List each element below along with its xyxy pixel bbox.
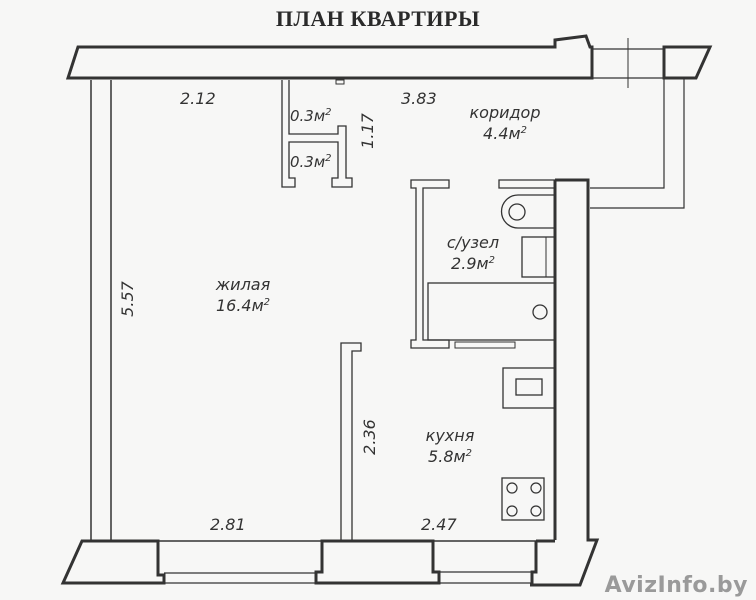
room-living-name: жилая — [215, 275, 271, 294]
dim-left-height: 5.57 — [118, 281, 137, 317]
dim-bottom-left: 2.81 — [210, 515, 246, 534]
room-bathroom-name: с/узел — [446, 233, 500, 252]
dim-closet-height: 1.17 — [358, 113, 377, 149]
room-kitchen: кухня 5.8м2 — [405, 427, 495, 466]
room-corridor: коридор 4.4м2 — [455, 104, 555, 143]
room-bathroom-area: 2.9м — [451, 254, 489, 273]
dim-bottom-right: 2.47 — [421, 515, 457, 534]
dim-kitchen-wall: 2.36 — [360, 419, 379, 455]
room-kitchen-area: 5.8м — [428, 447, 466, 466]
watermark: AvizInfo.by — [604, 573, 748, 598]
room-closet-2: 0.3м2 — [290, 153, 332, 171]
room-corridor-name: коридор — [469, 103, 541, 122]
room-closet-1: 0.3м2 — [290, 107, 332, 125]
dim-top-right: 3.83 — [401, 89, 437, 108]
room-bathroom: с/узел 2.9м2 — [428, 234, 518, 273]
room-living: жилая 16.4м2 — [198, 276, 288, 315]
room-corridor-area: 4.4м — [483, 124, 521, 143]
dim-top-left: 2.12 — [180, 89, 216, 108]
room-kitchen-name: кухня — [425, 426, 475, 445]
plan-title: ПЛАН КВАРТИРЫ — [275, 6, 481, 31]
top-wall — [65, 34, 594, 80]
room-living-area: 16.4м — [215, 296, 264, 315]
